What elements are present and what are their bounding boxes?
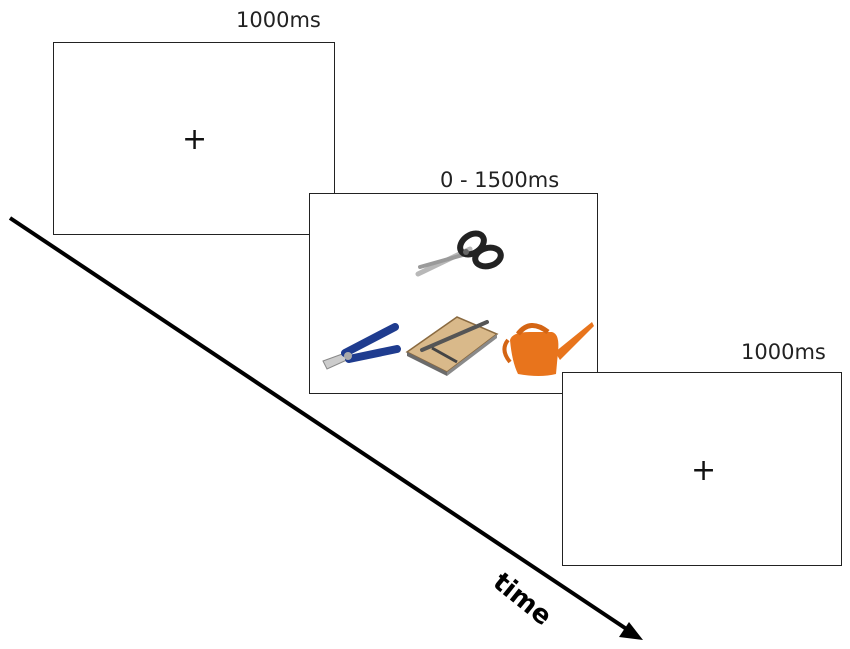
fixation-cross: + <box>182 122 208 157</box>
duration-label-1: 1000ms <box>236 8 321 32</box>
fixation-screen-1: + <box>53 42 335 235</box>
paper-cutter-image <box>405 316 499 376</box>
stimulus-screen <box>309 193 598 394</box>
pliers-image <box>322 323 401 370</box>
watering-can-image <box>502 322 594 376</box>
duration-label-2: 0 - 1500ms <box>440 168 560 192</box>
fixation-cross: + <box>691 453 717 488</box>
scissors-image <box>415 230 504 277</box>
duration-label-3: 1000ms <box>741 340 826 364</box>
fixation-screen-2: + <box>562 372 842 566</box>
